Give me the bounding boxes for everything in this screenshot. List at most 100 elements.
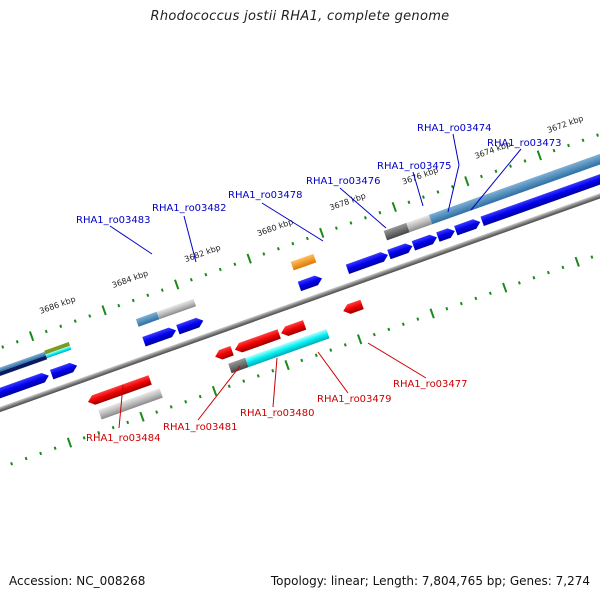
- scale-label-3680: 3680 kbp: [256, 217, 295, 238]
- minor-tick: [480, 174, 483, 179]
- gene-arrow-forward[interactable]: [480, 148, 600, 227]
- minor-tick: [88, 314, 92, 318]
- major-tick: [284, 360, 290, 371]
- major-tick: [246, 253, 252, 264]
- feature-block-dark-grey[interactable]: [383, 222, 410, 241]
- minor-tick: [590, 255, 594, 259]
- gene-arrow-forward[interactable]: [0, 371, 50, 401]
- gene-arrow-forward[interactable]: [142, 326, 177, 347]
- gene-label-ro03477[interactable]: RHA1_ro03477: [393, 379, 468, 390]
- minor-tick: [401, 322, 405, 326]
- feature-block-olive[interactable]: [44, 342, 71, 355]
- minor-tick: [407, 200, 411, 205]
- major-tick: [574, 256, 580, 267]
- minor-tick: [523, 159, 527, 163]
- minor-tick: [233, 262, 237, 267]
- forward-gene-arrows: [0, 148, 600, 401]
- gene-label-ro03479[interactable]: RHA1_ro03479: [317, 394, 392, 405]
- gene-arrow-forward[interactable]: [436, 226, 456, 242]
- minor-tick: [169, 405, 173, 409]
- major-tick: [174, 279, 180, 290]
- reverse-feature-blocks: [98, 328, 330, 420]
- scale-label-3672: 3672 kbp: [546, 114, 585, 135]
- forward-feature-blocks: [0, 130, 600, 381]
- feature-block-dark-grey[interactable]: [228, 357, 249, 374]
- gene-arrow-forward[interactable]: [454, 217, 482, 236]
- feature-block-grey[interactable]: [98, 388, 163, 420]
- gene-arrow-reverse[interactable]: [279, 320, 307, 338]
- reverse-gene-arrows: [86, 299, 364, 407]
- feature-block-dark[interactable]: [0, 355, 48, 381]
- major-tick: [464, 176, 470, 187]
- feature-block-orange[interactable]: [290, 253, 317, 271]
- gene-label-ro03482[interactable]: RHA1_ro03482: [152, 203, 227, 214]
- gene-arrow-reverse[interactable]: [213, 346, 234, 361]
- minor-tick: [97, 430, 101, 435]
- major-tick: [536, 150, 542, 161]
- minor-tick: [305, 236, 309, 241]
- gene-arrow-forward[interactable]: [411, 233, 439, 251]
- minor-tick: [189, 278, 193, 282]
- genome-summary-text: Topology: linear; Length: 7,804,765 bp; …: [270, 574, 590, 588]
- minor-tick: [44, 329, 48, 334]
- feature-block-cyan[interactable]: [245, 328, 330, 368]
- gene-label-ro03483[interactable]: RHA1_ro03483: [76, 215, 151, 226]
- feature-block-steel[interactable]: [428, 198, 480, 225]
- gene-arrow-forward[interactable]: [387, 241, 414, 260]
- gene-label-ro03480[interactable]: RHA1_ro03480: [240, 408, 315, 419]
- minor-tick: [459, 301, 463, 306]
- minor-tick: [349, 221, 353, 225]
- gene-label-ro03481[interactable]: RHA1_ro03481: [163, 422, 238, 433]
- major-tick: [66, 437, 73, 448]
- gene-arrow-forward[interactable]: [176, 316, 205, 335]
- gene-label-ro03475[interactable]: RHA1_ro03475: [377, 161, 452, 172]
- minor-tick: [59, 324, 63, 329]
- minor-tick: [204, 272, 208, 277]
- reverse-gene-labels: RHA1_ro03484 RHA1_ro03481 RHA1_ro03480 R…: [86, 379, 468, 444]
- gene-arrow-reverse[interactable]: [86, 375, 152, 407]
- gene-label-ro03474[interactable]: RHA1_ro03474: [417, 123, 492, 134]
- feature-block-cyan[interactable]: [45, 345, 72, 359]
- minor-tick: [160, 288, 164, 292]
- minor-tick: [198, 394, 202, 399]
- minor-tick: [227, 384, 231, 388]
- gene-label-ro03473[interactable]: RHA1_ro03473: [487, 138, 562, 149]
- minor-tick: [334, 226, 338, 230]
- gene-label-ro03484[interactable]: RHA1_ro03484: [86, 433, 161, 444]
- major-tick: [101, 305, 107, 316]
- scale-ticks-reverse: [10, 255, 594, 466]
- minor-tick: [82, 436, 86, 440]
- feature-block-steel[interactable]: [475, 130, 600, 208]
- minor-tick: [509, 164, 512, 168]
- feature-block-steel[interactable]: [0, 351, 46, 377]
- minor-tick: [300, 358, 304, 363]
- gene-label-ro03478[interactable]: RHA1_ro03478: [228, 190, 303, 201]
- minor-tick: [561, 265, 565, 270]
- feature-block-grey[interactable]: [406, 214, 433, 233]
- minor-tick: [596, 133, 599, 137]
- gene-arrow-reverse[interactable]: [342, 299, 364, 316]
- feature-block-grey[interactable]: [156, 298, 197, 320]
- minor-tick: [552, 148, 556, 153]
- minor-tick: [474, 296, 478, 301]
- minor-tick: [131, 298, 135, 303]
- scale-label-3684: 3684 kbp: [111, 269, 150, 290]
- feature-block-steel[interactable]: [135, 311, 160, 327]
- minor-tick: [416, 317, 420, 321]
- gene-label-ro03476[interactable]: RHA1_ro03476: [306, 176, 381, 187]
- minor-tick: [581, 138, 585, 143]
- minor-tick: [517, 281, 521, 285]
- minor-tick: [488, 291, 492, 295]
- minor-tick: [53, 446, 57, 450]
- scale-label-3686: 3686 kbp: [38, 295, 77, 316]
- minor-tick: [117, 303, 121, 308]
- gene-arrow-reverse[interactable]: [233, 329, 281, 354]
- minor-tick: [256, 374, 260, 378]
- gene-arrow-forward[interactable]: [49, 361, 79, 380]
- gene-arrow-forward[interactable]: [297, 274, 324, 292]
- genome-backbone: [0, 159, 600, 446]
- gene-arrow-forward[interactable]: [345, 250, 390, 275]
- major-tick: [28, 331, 35, 342]
- minor-tick: [126, 420, 130, 425]
